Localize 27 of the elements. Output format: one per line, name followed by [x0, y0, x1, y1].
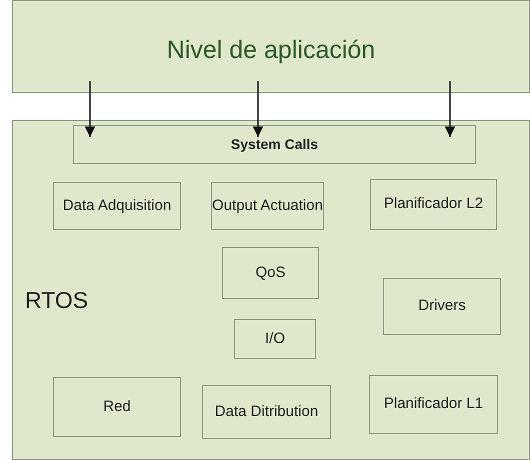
- arrow: [444, 81, 456, 137]
- layer-panel: [12, 120, 530, 460]
- module-label: Drivers: [418, 297, 466, 316]
- module-box: [370, 179, 497, 230]
- module-label: Output Actuation: [212, 196, 323, 216]
- layer-band: [12, 0, 530, 93]
- layer-title: Nivel de aplicación: [166, 34, 376, 66]
- module-box: [369, 375, 498, 434]
- module-box: [222, 247, 319, 299]
- module-label: Planificador L1: [384, 395, 484, 414]
- arrow: [252, 81, 264, 137]
- module-box: [211, 182, 324, 230]
- module-label: System Calls: [230, 136, 318, 154]
- module-box: [53, 377, 181, 437]
- module-box: [53, 182, 181, 230]
- module-box: [383, 278, 501, 335]
- module-label: Red: [103, 398, 131, 416]
- arrow: [84, 81, 96, 137]
- module-label: Planificador L2: [384, 195, 484, 214]
- module-box: [202, 385, 331, 439]
- module-box: [234, 319, 316, 359]
- module-label: QoS: [255, 264, 286, 282]
- module-label: I/O: [264, 330, 285, 348]
- interface-box: [73, 125, 476, 164]
- module-label: Data Ditribution: [214, 402, 318, 422]
- module-label: Data Adquisition: [62, 196, 172, 216]
- layer-title: RTOS: [25, 286, 88, 315]
